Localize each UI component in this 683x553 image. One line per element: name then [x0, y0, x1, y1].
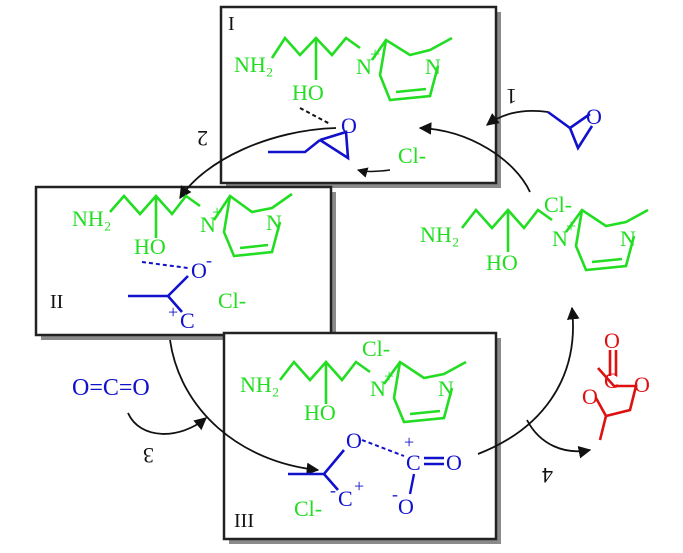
chloride-anion-III: Cl- [362, 336, 390, 361]
frame-III [222, 331, 498, 541]
cyclic-carbonate-product [594, 350, 638, 441]
co2-activated-III [408, 456, 444, 495]
catalyst-N2-I: N [425, 54, 441, 79]
carbocation-plus-II: + [168, 302, 178, 322]
chloride-anion-II: Cl- [218, 288, 246, 313]
carbocation-minus-III: - [330, 480, 336, 500]
catalyst-hydroxyl-free: HO [486, 250, 518, 275]
catalyst-charge-III: + [384, 366, 394, 386]
arrow-chloride-I [356, 167, 391, 178]
alkoxide-minus-II: - [206, 250, 212, 270]
cycle-arrow-step2 [179, 127, 337, 200]
carbonate-ring-oxygen-right: O [634, 372, 650, 397]
cycle-arrow-to-I [418, 122, 531, 193]
co2-oxygen-lower-III: O [398, 494, 414, 519]
catalyst-N2-II: N [266, 210, 282, 235]
intermediate-label-I: I [228, 13, 235, 35]
alkoxide-oxygen-II: O [191, 258, 207, 283]
catalyst-amine-III: NH₂ [240, 372, 279, 397]
carbonate-ring-oxygen-left: O [582, 384, 598, 409]
cycle-arrow-recycle-up [477, 306, 580, 455]
catalyst-N1-III: N [370, 376, 386, 401]
co2-minus-III: - [392, 484, 398, 504]
carbocation-plus-III: + [354, 476, 364, 496]
alkoxide-oxygen-III: O [346, 428, 362, 453]
catalyst-N1-free: N [552, 226, 568, 251]
catalyst-hydroxyl-II: HO [134, 234, 166, 259]
chloride-anion-III-lower: Cl- [294, 496, 322, 521]
catalyst-hydroxyl-I: HO [292, 80, 324, 105]
intermediate-label-II: II [50, 291, 63, 313]
catalyst-charge-I: + [370, 44, 380, 64]
co2-reactant: O=C=O [72, 375, 150, 401]
step-label-3: 3 [143, 443, 154, 468]
catalyst-amine-II: NH₂ [72, 206, 111, 231]
cycle-arrow-step3 [169, 339, 320, 476]
catalyst-N2-III: N [438, 376, 454, 401]
catalyst-structure-III [278, 359, 467, 424]
alkoxide-intermediate-III [288, 449, 345, 491]
hbond-dashed-II [141, 261, 189, 269]
alkoxide-intermediate-II [128, 275, 189, 313]
carbocation-C-III: C [338, 486, 353, 511]
epoxide-oxygen-reactant: O [586, 104, 602, 129]
co2-plus-III: + [404, 432, 414, 452]
catalyst-N1-I: N [356, 54, 372, 79]
step-label-4: 4 [542, 463, 553, 488]
step-label-2: 2 [197, 126, 208, 151]
catalyst-N2-free: N [620, 226, 636, 251]
arrow-step3-co2-in [127, 412, 207, 435]
catalyst-amine-I: NH₂ [234, 52, 273, 77]
carbonate-carbonyl-oxygen: O [604, 328, 620, 353]
epoxide-reactant [547, 110, 594, 151]
catalyst-structure-free [460, 207, 649, 272]
frame-II [34, 185, 333, 337]
frame-I [219, 5, 498, 185]
arrow-step4-product-out [526, 419, 592, 459]
arrow-step1-epoxide-in [486, 109, 549, 126]
intermediate-label-III: III [234, 510, 254, 532]
epoxide-bound-I [268, 130, 350, 161]
catalyst-structure-II [109, 192, 293, 258]
chloride-anion-free: Cl- [544, 192, 572, 217]
catalyst-hydroxyl-III: HO [304, 400, 336, 425]
catalyst-N1-II: N [200, 212, 216, 237]
catalyst-charge-II: + [212, 202, 222, 222]
catalyst-amine-free: NH₂ [420, 222, 459, 247]
hbond-dashed-I [299, 107, 331, 125]
chloride-anion-I: Cl- [398, 143, 426, 168]
co2-carbon-III: C [406, 450, 421, 475]
carbocation-C-II: C [180, 308, 195, 333]
catalyst-structure-I [270, 35, 453, 102]
catalyst-charge-free: + [566, 216, 576, 236]
hbond-dashed-III [361, 439, 405, 457]
epoxide-oxygen-I: O [341, 113, 357, 138]
step-label-1: 1 [506, 84, 517, 109]
carbonate-carbon: C [604, 368, 619, 393]
co2-oxygen-right-III: O [446, 450, 462, 475]
